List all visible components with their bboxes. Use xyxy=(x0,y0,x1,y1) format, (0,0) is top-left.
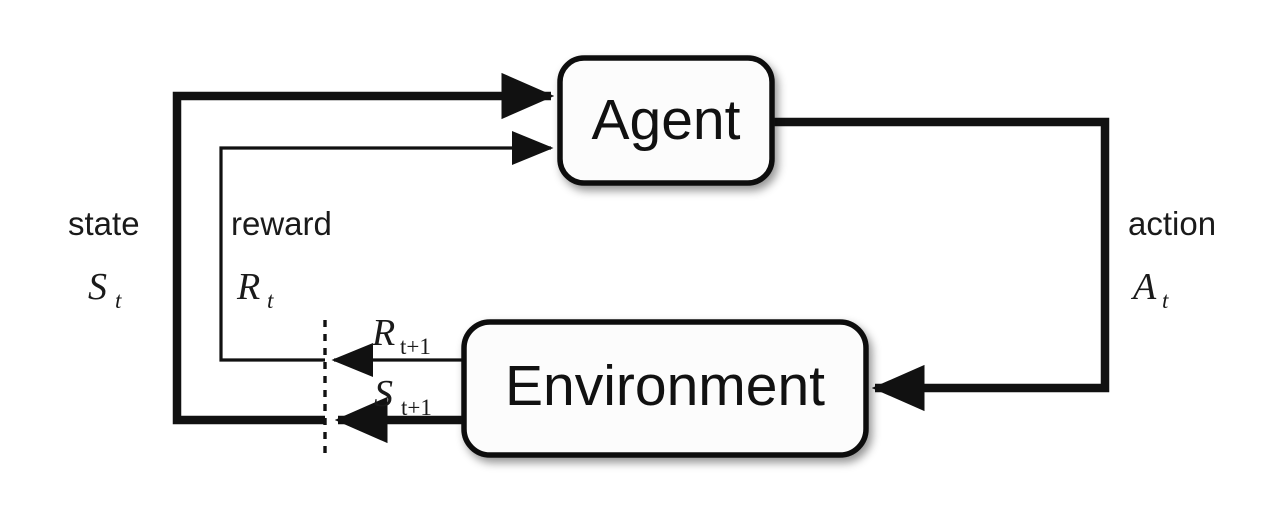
label-next-state: S t+1 xyxy=(374,373,432,420)
environment-label: Environment xyxy=(505,354,825,418)
label-reward: reward R t xyxy=(231,205,332,313)
reward-symbol-label: R xyxy=(236,266,260,308)
action-symbol-label: A xyxy=(1130,266,1157,308)
state-symbol-label: S xyxy=(88,266,107,308)
label-next-reward: R t+1 xyxy=(371,312,431,359)
edge-action-to-environment xyxy=(772,117,1110,412)
state-subscript-label: t xyxy=(115,288,122,313)
state-arrow-line xyxy=(172,72,555,425)
action-subscript-label: t xyxy=(1162,288,1169,313)
agent-box xyxy=(557,55,775,186)
reward-arrow-line xyxy=(219,130,554,362)
reward-word-label: reward xyxy=(231,205,332,242)
node-agent[interactable]: Agent xyxy=(557,55,775,186)
next-reward-subscript-label: t+1 xyxy=(400,334,431,359)
next-state-symbol-label: S xyxy=(374,373,393,415)
label-state: state S t xyxy=(68,205,140,313)
next-reward-symbol-label: R xyxy=(371,312,395,354)
edge-reward-to-agent xyxy=(219,130,554,362)
action-word-label: action xyxy=(1128,205,1216,242)
environment-box xyxy=(461,319,869,458)
edge-state-to-agent xyxy=(172,72,555,425)
next-state-subscript-label: t+1 xyxy=(401,395,432,420)
reward-subscript-label: t xyxy=(267,288,274,313)
node-environment[interactable]: Environment xyxy=(461,319,869,458)
state-word-label: state xyxy=(68,205,140,242)
agent-label: Agent xyxy=(592,88,741,152)
label-action: action A t xyxy=(1128,205,1216,313)
action-arrow-line xyxy=(772,117,1110,412)
